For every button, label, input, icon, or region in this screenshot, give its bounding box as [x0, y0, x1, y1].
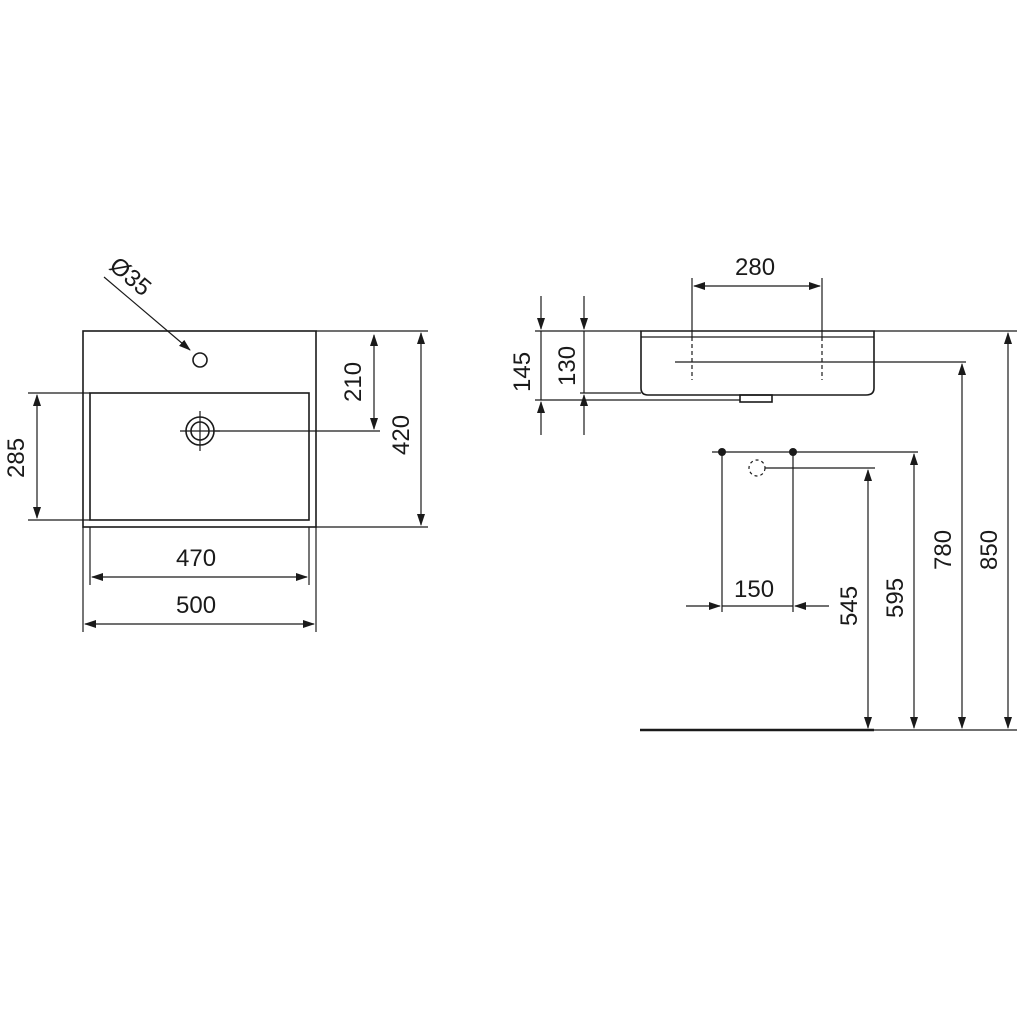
hole-leader-line: [103, 276, 191, 351]
dim-label-850: 850: [976, 530, 1003, 570]
dim-label-780: 780: [930, 530, 957, 570]
top-view: Ø35 285 210 420 470 500: [3, 252, 428, 632]
dim-label-420: 420: [388, 415, 415, 455]
waste-pipe-dashed: [748, 459, 766, 477]
dim-label-595: 595: [882, 578, 909, 618]
waste-outlet: [739, 394, 773, 403]
side-view: 280 145 130 150 545: [509, 254, 1017, 732]
dim-label-500: 500: [176, 592, 216, 619]
dim-label-130: 130: [554, 346, 581, 386]
basin-inner-bowl: [89, 392, 310, 521]
hole-diameter-label: Ø35: [104, 252, 156, 302]
dim-label-280: 280: [735, 254, 775, 281]
dim-label-285: 285: [3, 438, 30, 478]
dim-label-145: 145: [509, 352, 536, 392]
dim-label-210: 210: [340, 362, 367, 402]
dim-label-545: 545: [836, 586, 863, 626]
basin-outer-outline: [82, 330, 317, 528]
tap-hole: [192, 352, 208, 368]
basin-side-profile: [640, 330, 875, 396]
dim-label-470: 470: [176, 545, 216, 572]
drain-symbol: [180, 411, 220, 451]
dim-label-150: 150: [734, 576, 774, 603]
